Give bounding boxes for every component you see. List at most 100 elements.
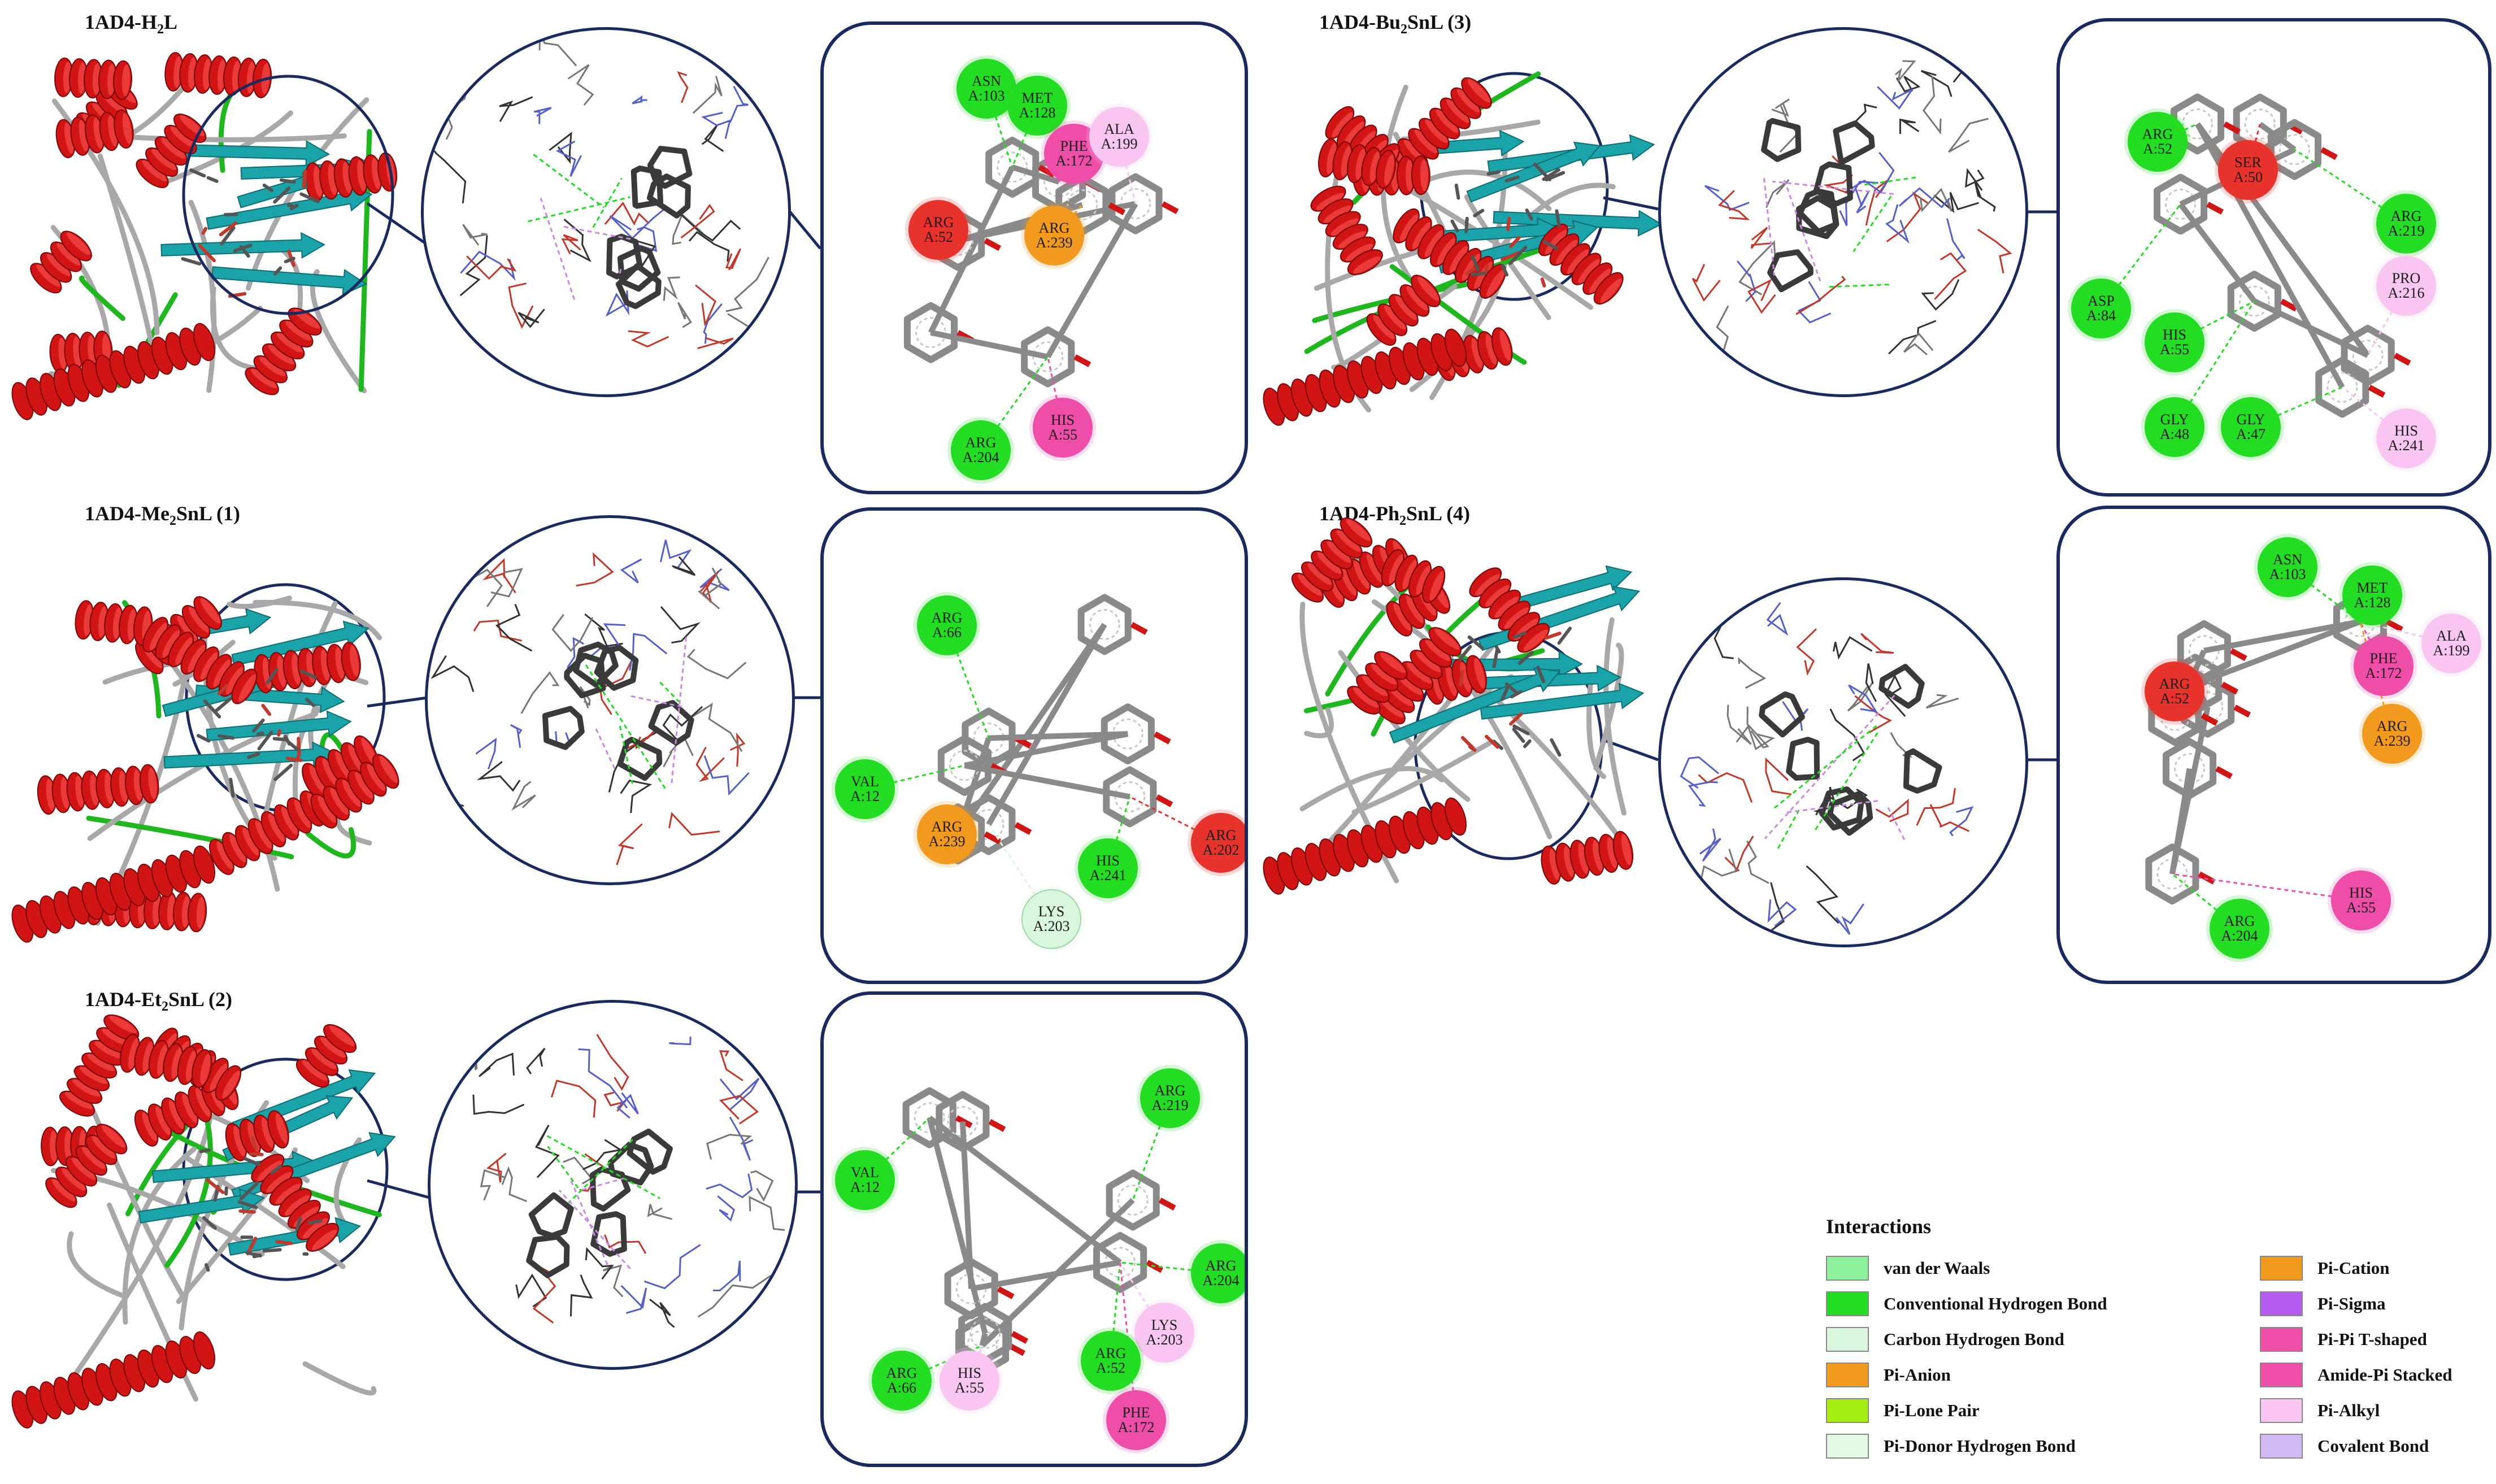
ligand-stick <box>206 176 219 183</box>
interaction-dash <box>546 1135 661 1199</box>
residue-id: A:55 <box>1048 427 1077 443</box>
residue-id: A:241 <box>2388 437 2425 454</box>
connector-line-segment <box>784 205 821 250</box>
residue-stick <box>1699 848 1737 884</box>
residue-stick <box>432 149 467 204</box>
residue-stick <box>555 140 582 177</box>
ligand-stick <box>229 777 235 798</box>
interaction-dash <box>1829 284 1890 288</box>
residue-stick <box>1797 281 1832 324</box>
hydroxyl-bond <box>984 831 1001 845</box>
hydroxyl-bond <box>2206 202 2224 215</box>
residue-stick <box>1702 606 1734 659</box>
bond <box>964 731 1129 769</box>
legend-swatch <box>2260 1327 2303 1352</box>
legend-item: Pi-Sigma <box>2260 1291 2386 1317</box>
residue-stick <box>719 1050 743 1082</box>
ligand-stick <box>1464 216 1469 233</box>
residue-stick <box>1920 69 1953 97</box>
residue-stick <box>1888 320 1937 355</box>
ligand-stick <box>1467 635 1484 650</box>
residue-id: A:55 <box>2346 899 2376 916</box>
ligand-stick <box>1542 240 1559 250</box>
residue-name: HIS <box>2349 885 2373 901</box>
ligand-stick <box>1504 175 1520 182</box>
legend-item: Pi-Alkyl <box>2260 1398 2380 1424</box>
hydroxyl-bond <box>2280 298 2298 312</box>
hydroxyl-bond <box>1158 1198 1176 1211</box>
alpha-helix <box>305 152 398 202</box>
ligand-stick <box>275 1240 293 1245</box>
residue-stick <box>472 1094 525 1115</box>
residue-stick <box>1771 98 1790 117</box>
coil-loop <box>104 133 347 142</box>
panel-title-bu2snl: 1AD4-Bu2SnL (3) <box>1319 10 1471 37</box>
ligand-stick <box>1486 170 1501 176</box>
residue-stick <box>1916 787 1956 826</box>
residue-stick <box>1925 694 1959 709</box>
aromatic-ring-dash <box>2165 188 2197 220</box>
alpha-helix <box>54 57 133 100</box>
residue-id: A:50 <box>2233 169 2263 185</box>
title-subscript: 2 <box>157 22 164 37</box>
residue-name: VAL <box>850 1164 880 1181</box>
residue-stick <box>533 107 552 124</box>
ligand-stick <box>1473 208 1485 217</box>
residue-stick <box>1848 684 1878 713</box>
beta-sheet-arrow <box>231 620 369 667</box>
coil-loop <box>210 286 260 371</box>
residue-stick <box>576 552 614 587</box>
residue-name: HIS <box>2394 423 2418 439</box>
residue-id: A:172 <box>2365 665 2402 681</box>
ligand-ring <box>1796 195 1840 240</box>
aromatic-ring-dash <box>2244 108 2276 140</box>
legend-label: Pi-Pi T-shaped <box>2317 1329 2427 1349</box>
residue-stick <box>1738 240 1776 295</box>
ligand-stick <box>273 266 282 276</box>
residue-id: A:52 <box>1096 1360 1125 1376</box>
aromatic-ring <box>1108 173 1163 234</box>
title-subscript: 2 <box>161 999 168 1015</box>
protein-ribbon-bu2snl <box>1263 71 1663 426</box>
interaction-dash <box>584 663 666 789</box>
residue-stick <box>1766 602 1789 636</box>
residue-stick <box>620 558 642 584</box>
residue-stick <box>1948 117 1989 153</box>
residue-id: A:204 <box>2221 928 2258 944</box>
bond <box>2258 121 2297 152</box>
residue-stick <box>701 124 724 152</box>
residue-stick <box>692 76 723 114</box>
alpha-helix <box>142 617 258 704</box>
aromatic-ring-dash <box>2278 134 2310 166</box>
residue-stick <box>692 702 743 752</box>
residue-stick <box>1738 657 1767 689</box>
bond <box>955 623 1107 836</box>
residue-name: ARG <box>1038 220 1070 236</box>
ligand-ring <box>615 263 662 310</box>
ligand-stick <box>256 731 264 736</box>
aromatic-ring <box>2267 119 2322 180</box>
connector-line-segment <box>1603 196 1659 211</box>
residue-stick <box>729 732 746 767</box>
residue-stick <box>1766 179 1790 208</box>
residue-name: LYS <box>1151 1317 1178 1333</box>
ligand-stick <box>201 227 208 235</box>
bond <box>1045 202 1138 359</box>
ligand-stick <box>1525 208 1533 221</box>
connector-line-segment <box>367 1179 430 1199</box>
ligand-stick <box>262 1248 282 1253</box>
residue-name: ALA <box>1104 121 1134 137</box>
legend-label: Pi-Alkyl <box>2317 1400 2380 1420</box>
residue-stick <box>717 1195 736 1222</box>
ligand-stick <box>1492 647 1499 668</box>
interaction-line <box>2341 386 2407 439</box>
residue-stick <box>749 1195 785 1231</box>
interaction-line <box>1107 797 1131 869</box>
aromatic-ring <box>903 302 958 363</box>
residue-stick <box>725 256 769 312</box>
coil-loop <box>67 1231 128 1299</box>
hydroxyl-bond <box>2393 352 2411 366</box>
